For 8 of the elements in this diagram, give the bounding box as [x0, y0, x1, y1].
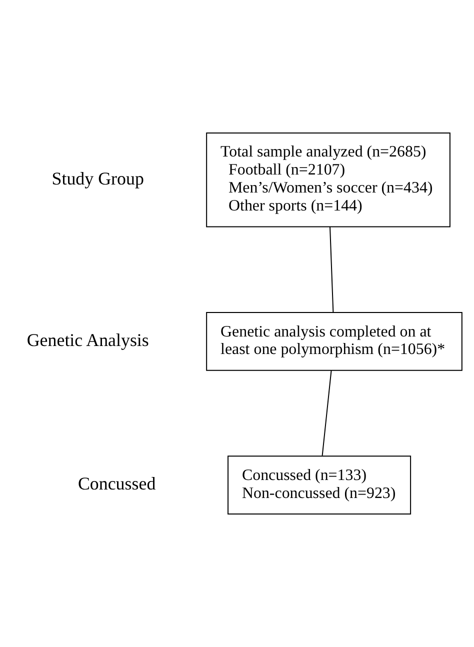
node-box: Concussed (n=133) Non-concussed (n=923) — [228, 456, 412, 514]
label: Concussed — [78, 473, 156, 494]
label: Genetic Analysis — [26, 330, 149, 350]
node-box: Total sample analyzed (n=2685) Football (n=2107) Men’s/Women’s soccer (n=434) Other sports (n=144) — [206, 132, 450, 228]
connector — [322, 370, 332, 456]
label: Study Group — [52, 168, 144, 188]
connector — [330, 226, 334, 313]
node-box: Genetic analysis completed on at least one polymorphism (n=1056)* — [206, 312, 462, 371]
